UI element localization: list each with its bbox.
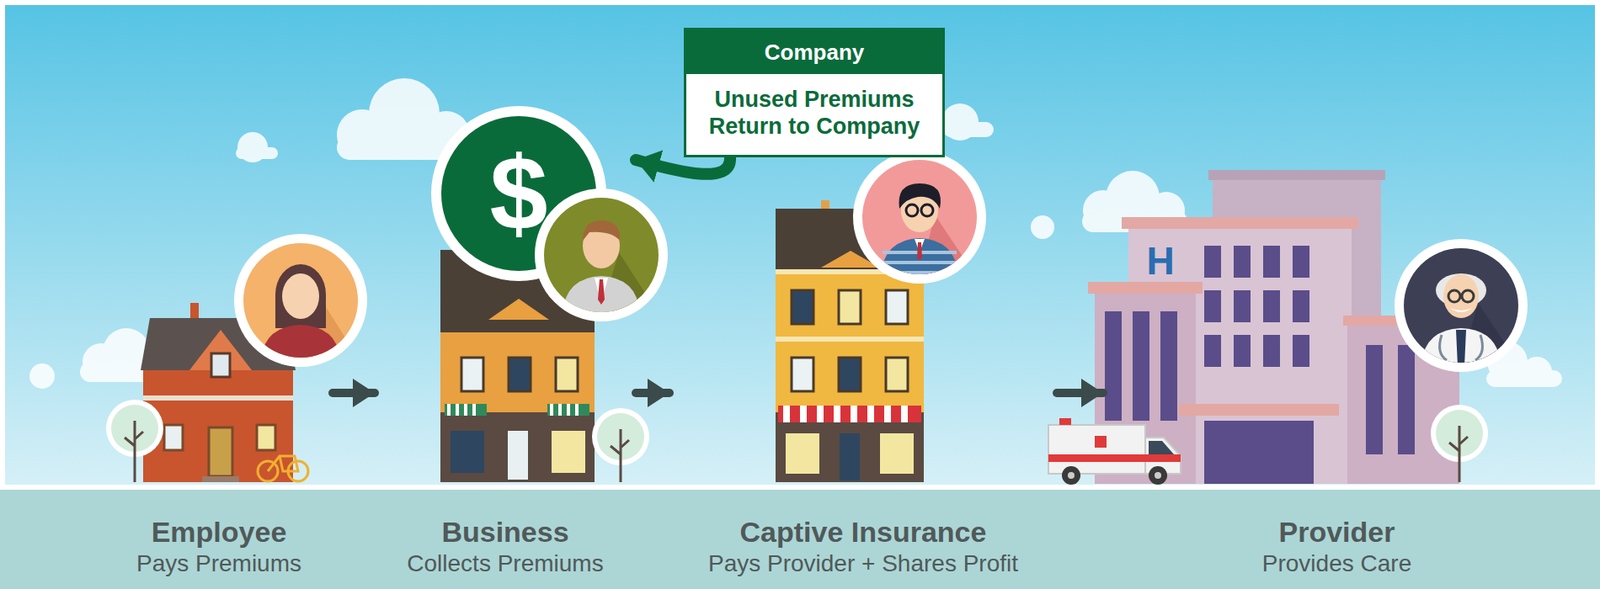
caption: ProviderProvides Care bbox=[1103, 515, 1571, 580]
hospital-sign: H bbox=[1143, 239, 1178, 283]
flow-arrow bbox=[1056, 389, 1104, 398]
stage-subtitle: Pays Premiums bbox=[136, 549, 302, 580]
doctor-avatar bbox=[1394, 239, 1528, 373]
business-avatar bbox=[534, 188, 668, 322]
caption: Captive InsurancePays Provider + Shares … bbox=[669, 515, 1057, 580]
stage-subtitle: Pays Provider + Shares Profit bbox=[708, 549, 1019, 580]
trees bbox=[106, 400, 1488, 483]
currency-symbol: $ bbox=[468, 134, 570, 253]
stage-title: Provider bbox=[1279, 515, 1396, 550]
caption: EmployeePays Premiums bbox=[105, 515, 333, 580]
stage-column: EmployeePays Premiums bbox=[105, 252, 333, 586]
stage-column: ProviderProvides Care bbox=[1103, 252, 1571, 586]
stage-title: Captive Insurance bbox=[740, 515, 987, 550]
employee-avatar bbox=[234, 234, 368, 368]
caption: BusinessCollects Premiums bbox=[374, 515, 636, 580]
stage-title: Employee bbox=[151, 515, 288, 550]
callout-box: CompanyUnused Premiums Return to Company bbox=[683, 27, 945, 158]
captive-avatar bbox=[853, 150, 987, 284]
stage-title: Business bbox=[441, 515, 569, 550]
callout-body: Unused Premiums Return to Company bbox=[686, 74, 943, 155]
stage-column: Captive InsurancePays Provider + Shares … bbox=[669, 252, 1057, 586]
ambulance bbox=[1048, 418, 1181, 486]
stage-subtitle: Collects Premiums bbox=[406, 549, 603, 580]
callout-heading: Company bbox=[686, 30, 943, 75]
return-arrow bbox=[635, 157, 731, 175]
stage-subtitle: Provides Care bbox=[1262, 549, 1412, 580]
flow-arrow bbox=[332, 389, 375, 398]
flow-arrow bbox=[635, 389, 670, 398]
